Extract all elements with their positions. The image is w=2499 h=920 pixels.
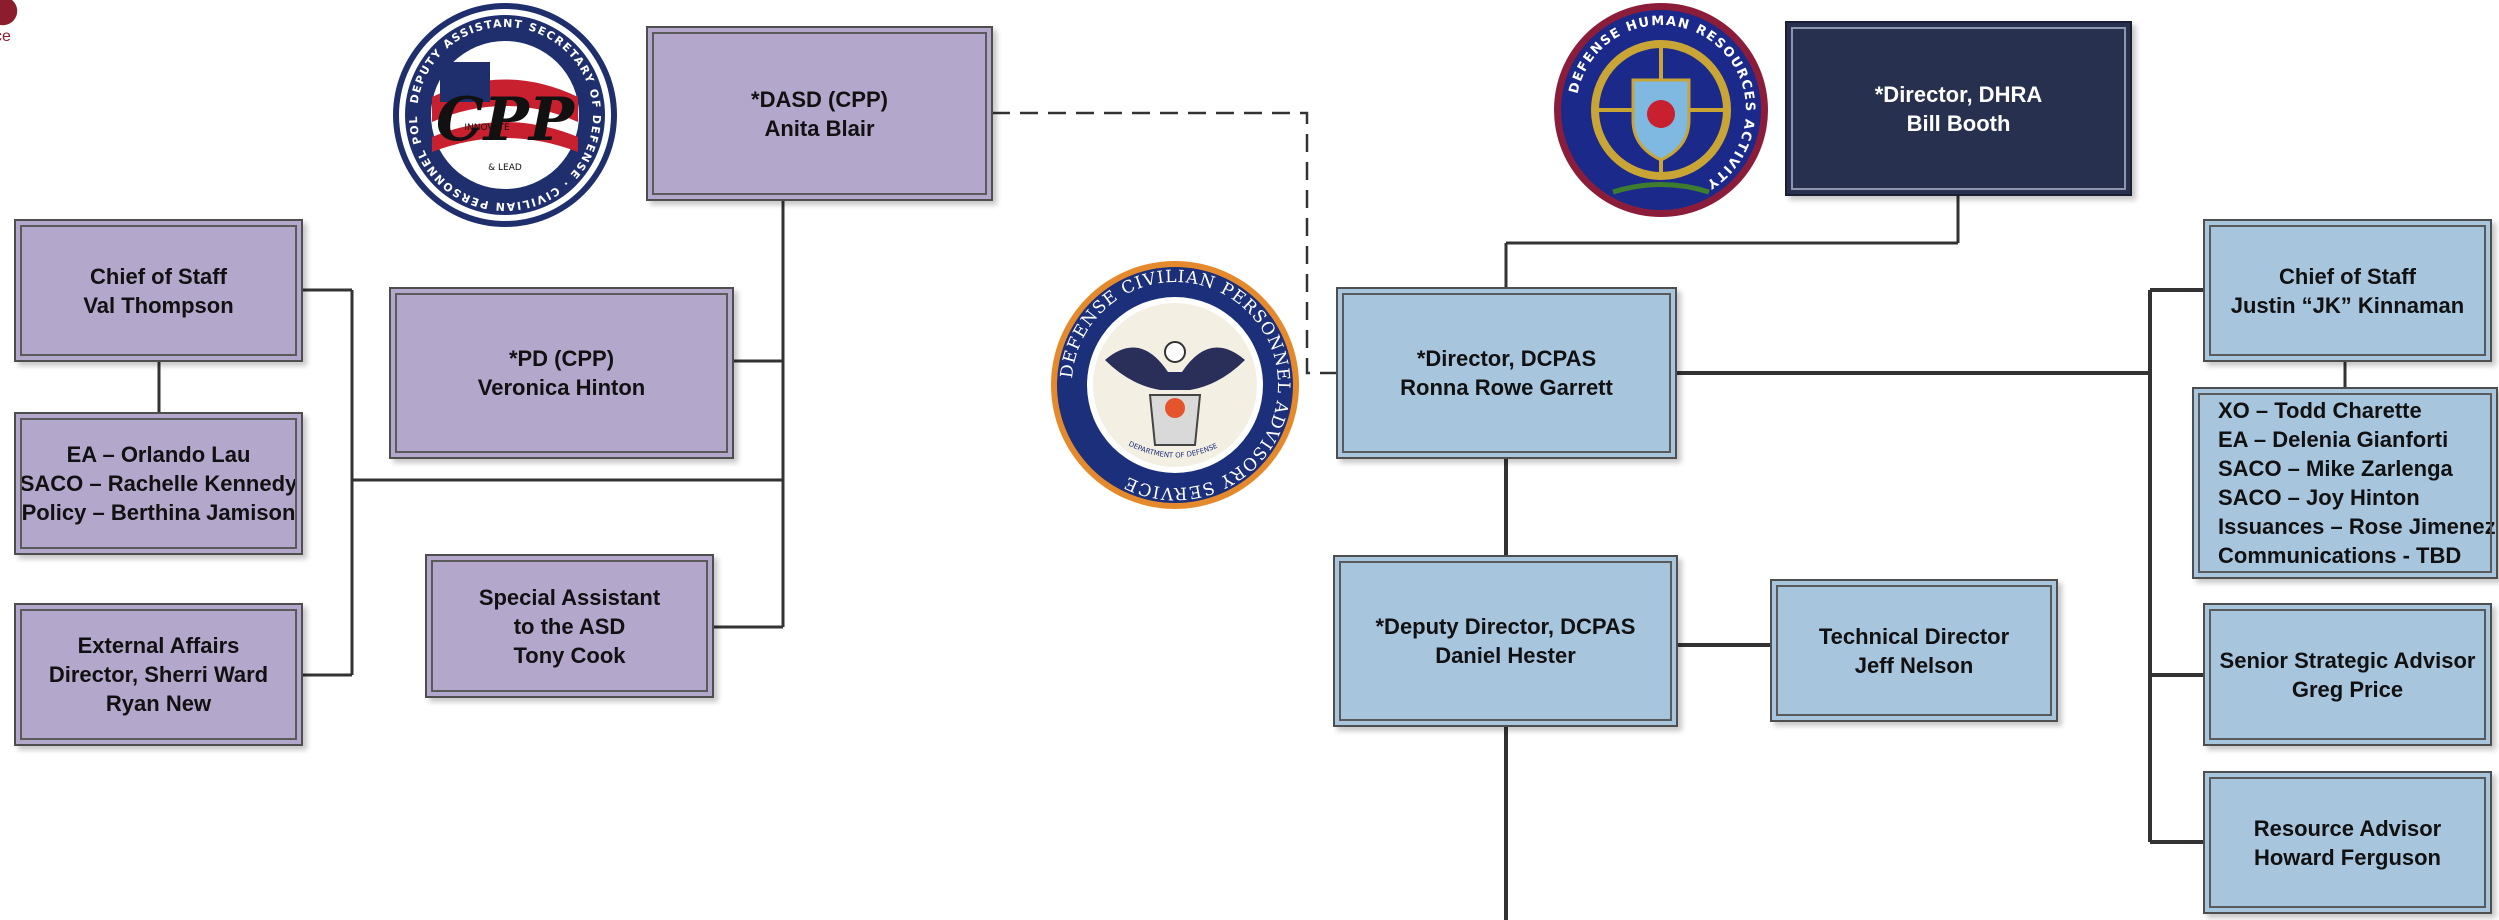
staff-ea: EA – Delenia Gianforti — [2218, 427, 2449, 452]
connector-dashed-dasd-to-dcpas — [992, 111, 1336, 375]
cpp-seal-ribbon-top: INNOVATE — [464, 123, 510, 133]
deputy-director-dcpas-name: Daniel Hester — [1435, 643, 1576, 668]
saco-line: SACO – Rachelle Kennedy — [19, 471, 298, 496]
dcpas-staff-list-box: XO – Todd Charette EA – Delenia Gianfort… — [2192, 387, 2498, 579]
resource-advisor-title: Resource Advisor — [2253, 815, 2442, 841]
dasd-cpp-box: *DASD (CPP) Anita Blair — [646, 26, 993, 201]
external-affairs-name: Ryan New — [105, 691, 212, 716]
staff-communications: Communications - TBD — [2218, 543, 2462, 568]
senior-strategic-advisor-title: Senior Strategic Advisor — [2219, 647, 2476, 673]
chief-of-staff-cpp-title: Chief of Staff — [90, 263, 227, 289]
staff-issuances: Issuances – Rose Jimenez — [2218, 514, 2496, 539]
staff-xo: XO – Todd Charette — [2218, 398, 2422, 423]
director-dhra-name: Bill Booth — [1906, 110, 2011, 136]
special-assistant-subtitle: to the ASD — [513, 613, 626, 639]
special-assistant-box: Special Assistant to the ASD Tony Cook — [425, 554, 714, 698]
deputy-director-dcpas-title: *Deputy Director, DCPAS — [1375, 614, 1636, 639]
external-affairs-title: External Affairs — [77, 633, 240, 658]
director-dhra-title: *Director, DHRA — [1874, 81, 2043, 107]
pd-cpp-box: *PD (CPP) Veronica Hinton — [389, 287, 734, 459]
senior-strategic-advisor-box: Senior Strategic Advisor Greg Price — [2203, 603, 2492, 746]
resource-advisor-name: Howard Ferguson — [2253, 844, 2441, 870]
senior-strategic-advisor-name: Greg Price — [2291, 676, 2404, 702]
cpp-seal: DEPUTY ASSISTANT SECRETARY OF DEFENSE · … — [392, 2, 618, 228]
dcpas-seal: DEFENSE CIVILIAN PERSONNEL ADVISORY SERV… — [1050, 260, 1300, 510]
director-dhra-box: *Director, DHRA Bill Booth — [1785, 21, 2132, 196]
director-dcpas-box: *Director, DCPAS Ronna Rowe Garrett — [1336, 287, 1677, 459]
dasd-cpp-name: Anita Blair — [764, 115, 875, 141]
chief-of-staff-dcpas-box: Chief of Staff Justin “JK” Kinnaman — [2203, 219, 2492, 362]
policy-line: Policy – Berthina Jamison — [21, 500, 296, 525]
external-affairs-director: Director, Sherri Ward — [48, 662, 269, 687]
external-affairs-box: External Affairs Director, Sherri Ward R… — [14, 603, 303, 746]
chief-of-staff-cpp-name: Val Thompson — [83, 292, 234, 318]
dhra-seal: DEFENSE HUMAN RESOURCES ACTIVITY — [1553, 2, 1769, 218]
deputy-director-dcpas-box: *Deputy Director, DCPAS Daniel Hester — [1333, 555, 1678, 727]
technical-director-box: Technical Director Jeff Nelson — [1770, 579, 2058, 722]
director-dcpas-title: *Director, DCPAS — [1416, 346, 1597, 371]
resource-advisor-box: Resource Advisor Howard Ferguson — [2203, 771, 2492, 914]
cpp-seal-ribbon-bottom: & LEAD — [488, 163, 522, 173]
staff-saco-1: SACO – Mike Zarlenga — [2218, 456, 2453, 481]
technical-director-title: Technical Director — [1818, 623, 2010, 649]
dasd-cpp-title: *DASD (CPP) — [751, 86, 888, 112]
cropped-logo-fragment: ce — [0, 0, 24, 45]
cropped-logo-text: ce — [0, 28, 11, 45]
special-assistant-title: Special Assistant — [478, 584, 661, 610]
cpp-seal-center-text: CPP — [436, 85, 576, 155]
ea-line: EA – Orlando Lau — [66, 442, 251, 467]
ea-saco-policy-box: EA – Orlando Lau SACO – Rachelle Kennedy… — [14, 412, 303, 555]
pd-cpp-title: *PD (CPP) — [508, 346, 615, 371]
special-assistant-name: Tony Cook — [513, 642, 626, 668]
chief-of-staff-cpp-box: Chief of Staff Val Thompson — [14, 219, 303, 362]
director-dcpas-name: Ronna Rowe Garrett — [1400, 375, 1613, 400]
chief-of-staff-dcpas-title: Chief of Staff — [2279, 263, 2416, 289]
staff-saco-2: SACO – Joy Hinton — [2218, 485, 2420, 510]
technical-director-name: Jeff Nelson — [1854, 652, 1974, 678]
pd-cpp-name: Veronica Hinton — [477, 375, 646, 400]
chief-of-staff-dcpas-name: Justin “JK” Kinnaman — [2230, 292, 2465, 318]
